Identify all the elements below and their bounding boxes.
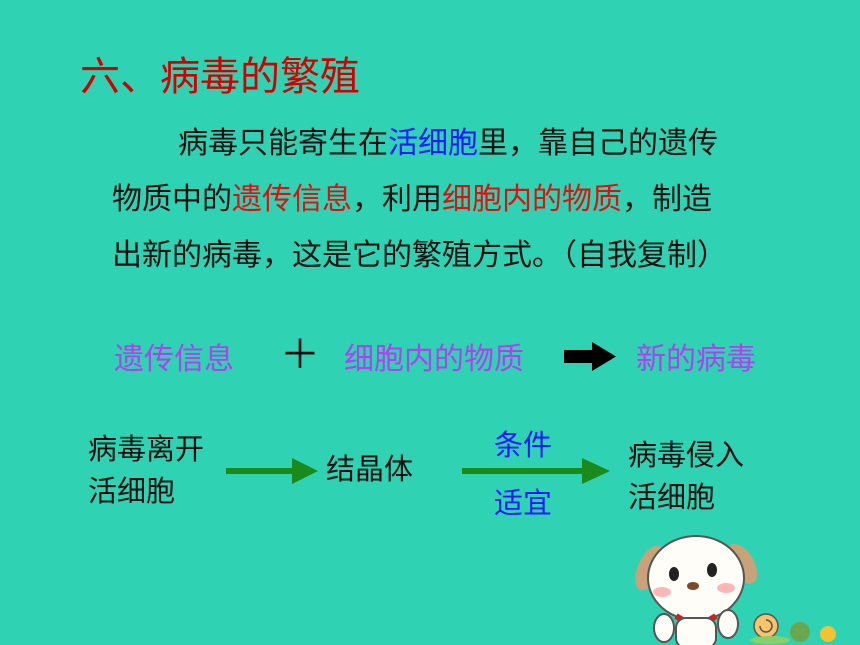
para-text: ，利用 bbox=[352, 182, 442, 217]
equation-result-new-virus: 新的病毒 bbox=[636, 342, 756, 377]
cartoon-dog-illustration bbox=[635, 535, 836, 645]
para-text: 病毒只能寄生在 bbox=[178, 126, 388, 161]
flow-step-text: 活细胞 bbox=[628, 480, 716, 514]
slide-title: 六、病毒的繁殖 bbox=[80, 54, 360, 100]
equation-term-cell-substance: 细胞内的物质 bbox=[344, 342, 524, 377]
flow-arrow-2-icon bbox=[462, 458, 610, 484]
highlight-cell-substance: 细胞内的物质 bbox=[442, 182, 622, 217]
condition-top-label: 条件 bbox=[494, 428, 553, 462]
para-text: ，制造 bbox=[622, 182, 712, 217]
plus-sign: ＋ bbox=[280, 332, 320, 378]
equation-term-genetic-info: 遗传信息 bbox=[114, 342, 234, 377]
flow-step-text: 病毒侵入 bbox=[628, 438, 745, 472]
highlight-genetic-info: 遗传信息 bbox=[232, 182, 352, 217]
flow-step-crystal: 结晶体 bbox=[326, 452, 414, 486]
paragraph-line-1: 病毒只能寄生在活细胞里，靠自己的遗传 bbox=[178, 118, 718, 162]
flow-step-text: 活细胞 bbox=[88, 474, 176, 508]
flow-arrow-1-icon bbox=[226, 458, 318, 484]
equation-arrow-icon bbox=[564, 342, 616, 371]
para-text: 物质中的 bbox=[112, 182, 232, 217]
flow-step-leave-cell: 病毒离开 活细胞 bbox=[88, 428, 204, 512]
flow-step-text: 病毒离开 bbox=[88, 432, 205, 466]
flow-step-invade-cell: 病毒侵入 活细胞 bbox=[628, 434, 744, 518]
highlight-living-cell: 活细胞 bbox=[388, 126, 478, 161]
paragraph-line-2: 物质中的遗传信息，利用细胞内的物质，制造 bbox=[112, 174, 712, 218]
paragraph-line-3: 出新的病毒，这是它的繁殖方式。（自我复制） bbox=[112, 238, 727, 273]
condition-bottom-label: 适宜 bbox=[494, 486, 553, 520]
para-text: 里，靠自己的遗传 bbox=[478, 126, 718, 161]
